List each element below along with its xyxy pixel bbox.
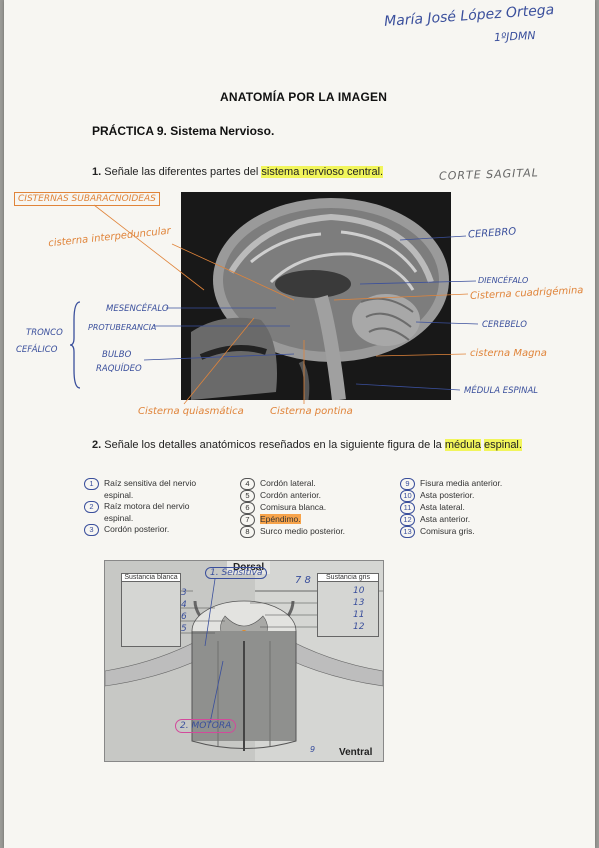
label-protuberancia: PROTUBERANCIA xyxy=(88,323,157,332)
page-title: ANATOMÍA POR LA IMAGEN xyxy=(220,90,388,104)
spinal-cord-drawing xyxy=(105,561,383,761)
question-2-highlight-1: médula xyxy=(444,439,481,451)
label-sensitiva: 1. Sensitiva xyxy=(205,567,268,579)
gray-matter-box-visible: Sustancia gris xyxy=(317,573,379,637)
spinal-cord-figure: Sustancia blanca Sustancia gris Dorsal V… xyxy=(104,560,384,762)
practice-title: PRÁCTICA 9. Sistema Nervioso. xyxy=(92,124,275,138)
label-tronco: TRONCO xyxy=(26,328,63,338)
label-top-numbers: 7 8 xyxy=(295,575,311,586)
question-2-text: Señale los detalles anatómicos reseñados… xyxy=(104,439,442,451)
brace-tronco xyxy=(70,301,81,389)
label-raquideo: RAQUÍDEO xyxy=(96,364,142,374)
label-cerebelo: CEREBELO xyxy=(482,320,527,330)
label-bulbo: BULBO xyxy=(102,350,132,360)
brain-mri-drawing xyxy=(191,198,449,400)
label-magna: cisterna Magna xyxy=(470,348,547,359)
question-1-highlight: sistema nervioso central. xyxy=(261,166,384,178)
question-2: 2. Señale los detalles anatómicos reseña… xyxy=(92,438,522,453)
document-page: María José López Ortega 1ºJDMN ANATOMÍA … xyxy=(4,0,595,848)
left-numbers: 3 4 6 5 xyxy=(181,588,187,634)
question-1: 1. Señale las diferentes partes del sist… xyxy=(92,166,384,178)
label-diencefalo: DIENCÉFALO xyxy=(478,276,529,285)
label-cefalico: CEFÁLICO xyxy=(16,345,58,355)
question-1-text: Señale las diferentes partes del xyxy=(104,166,259,178)
white-matter-label: Sustancia blanca xyxy=(122,574,180,582)
label-bottom-number: 9 xyxy=(310,745,316,754)
label-mesencefalo: MESENCÉFALO xyxy=(106,304,169,314)
question-2-highlight-2: espinal. xyxy=(484,439,522,451)
label-pointer-lines xyxy=(93,204,479,405)
label-medula: MÉDULA ESPINAL xyxy=(464,386,539,396)
label-quiasmatica: Cisterna quiasmática xyxy=(138,406,244,417)
list-item: espinal. xyxy=(104,513,134,523)
right-numbers: 10 13 11 12 xyxy=(353,586,365,632)
white-matter-box: Sustancia blanca xyxy=(121,573,181,647)
brain-sagittal-mri xyxy=(181,192,451,400)
label-motora: 2. MOTORA xyxy=(175,719,237,733)
gray-matter-label: Sustancia gris xyxy=(318,574,378,582)
ventral-label: Ventral xyxy=(339,747,373,758)
question-2-number: 2. xyxy=(92,439,102,451)
list-item: espinal. xyxy=(104,490,134,500)
label-cisternas: CISTERNAS SUBARACNOIDEAS xyxy=(14,192,160,206)
label-pontina: Cisterna pontina xyxy=(270,406,353,417)
question-1-number: 1. xyxy=(92,166,102,178)
